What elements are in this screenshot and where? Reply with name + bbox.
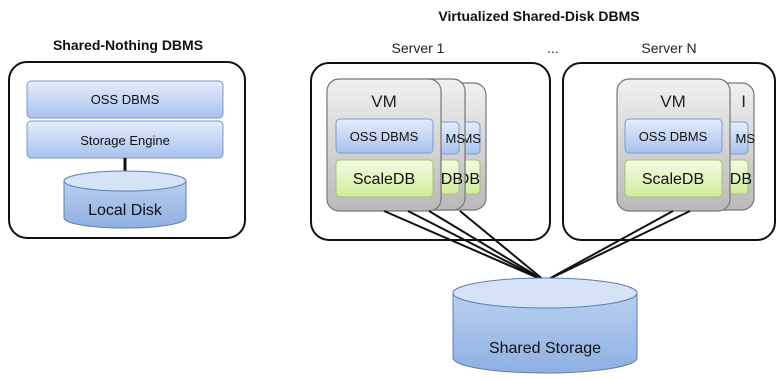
local-disk-label: Local Disk (88, 202, 163, 219)
vm-1-oss-box (335, 118, 434, 154)
vm-n2-oss-partial-label: MS (736, 131, 756, 146)
shared-nothing-title: Shared-Nothing DBMS (53, 37, 203, 53)
connector-vm4 (459, 210, 546, 282)
ellipsis-label: ... (547, 40, 559, 56)
vm-1-label: VM (371, 92, 397, 111)
vm-n1-oss-label: OSS DBMS (639, 129, 708, 144)
connector-vm3 (428, 210, 546, 282)
server-1-label: Server 1 (392, 40, 445, 56)
shared-disk-panel: Virtualized Shared-Disk DBMS Server 1 ..… (310, 8, 776, 374)
vm-n1-scaledb-box (624, 159, 723, 198)
server-n-label: Server N (641, 40, 696, 56)
vm-2-oss-partial-label: MS (446, 131, 466, 146)
connector-vm-n1 (544, 210, 674, 282)
local-disk-cylinder (63, 170, 187, 229)
storage-engine-label: Storage Engine (80, 133, 170, 148)
oss-dbms-box (26, 80, 224, 119)
vm-n1-scaledb-label: ScaleDB (642, 171, 704, 188)
shared-storage-label: Shared Storage (489, 340, 601, 357)
vm-1-scaledb-box (335, 159, 434, 198)
connector-vm-n2 (544, 210, 691, 282)
vm-1-scaledb-label: ScaleDB (353, 171, 415, 188)
storage-connector-lines (383, 210, 691, 282)
vm-n2-partial-label: I (741, 92, 746, 111)
vm-n1-label: VM (660, 92, 686, 111)
connector-vm2 (407, 210, 546, 282)
vm-1-oss-label: OSS DBMS (350, 129, 419, 144)
shared-storage-cylinder (452, 277, 638, 374)
connector-vm1 (383, 210, 546, 282)
shared-disk-title: Virtualized Shared-Disk DBMS (438, 8, 639, 24)
vm-n2-scaledb-partial-label: DB (730, 171, 752, 188)
oss-dbms-label: OSS DBMS (91, 92, 160, 107)
vm-2-scaledb-partial-label: DB (441, 171, 463, 188)
vm-3-oss-partial-label: MS (462, 131, 482, 146)
vm-n1-oss-box (624, 118, 723, 154)
shared-nothing-panel: Shared-Nothing DBMS OSS DBMS Storage Eng… (8, 37, 246, 239)
